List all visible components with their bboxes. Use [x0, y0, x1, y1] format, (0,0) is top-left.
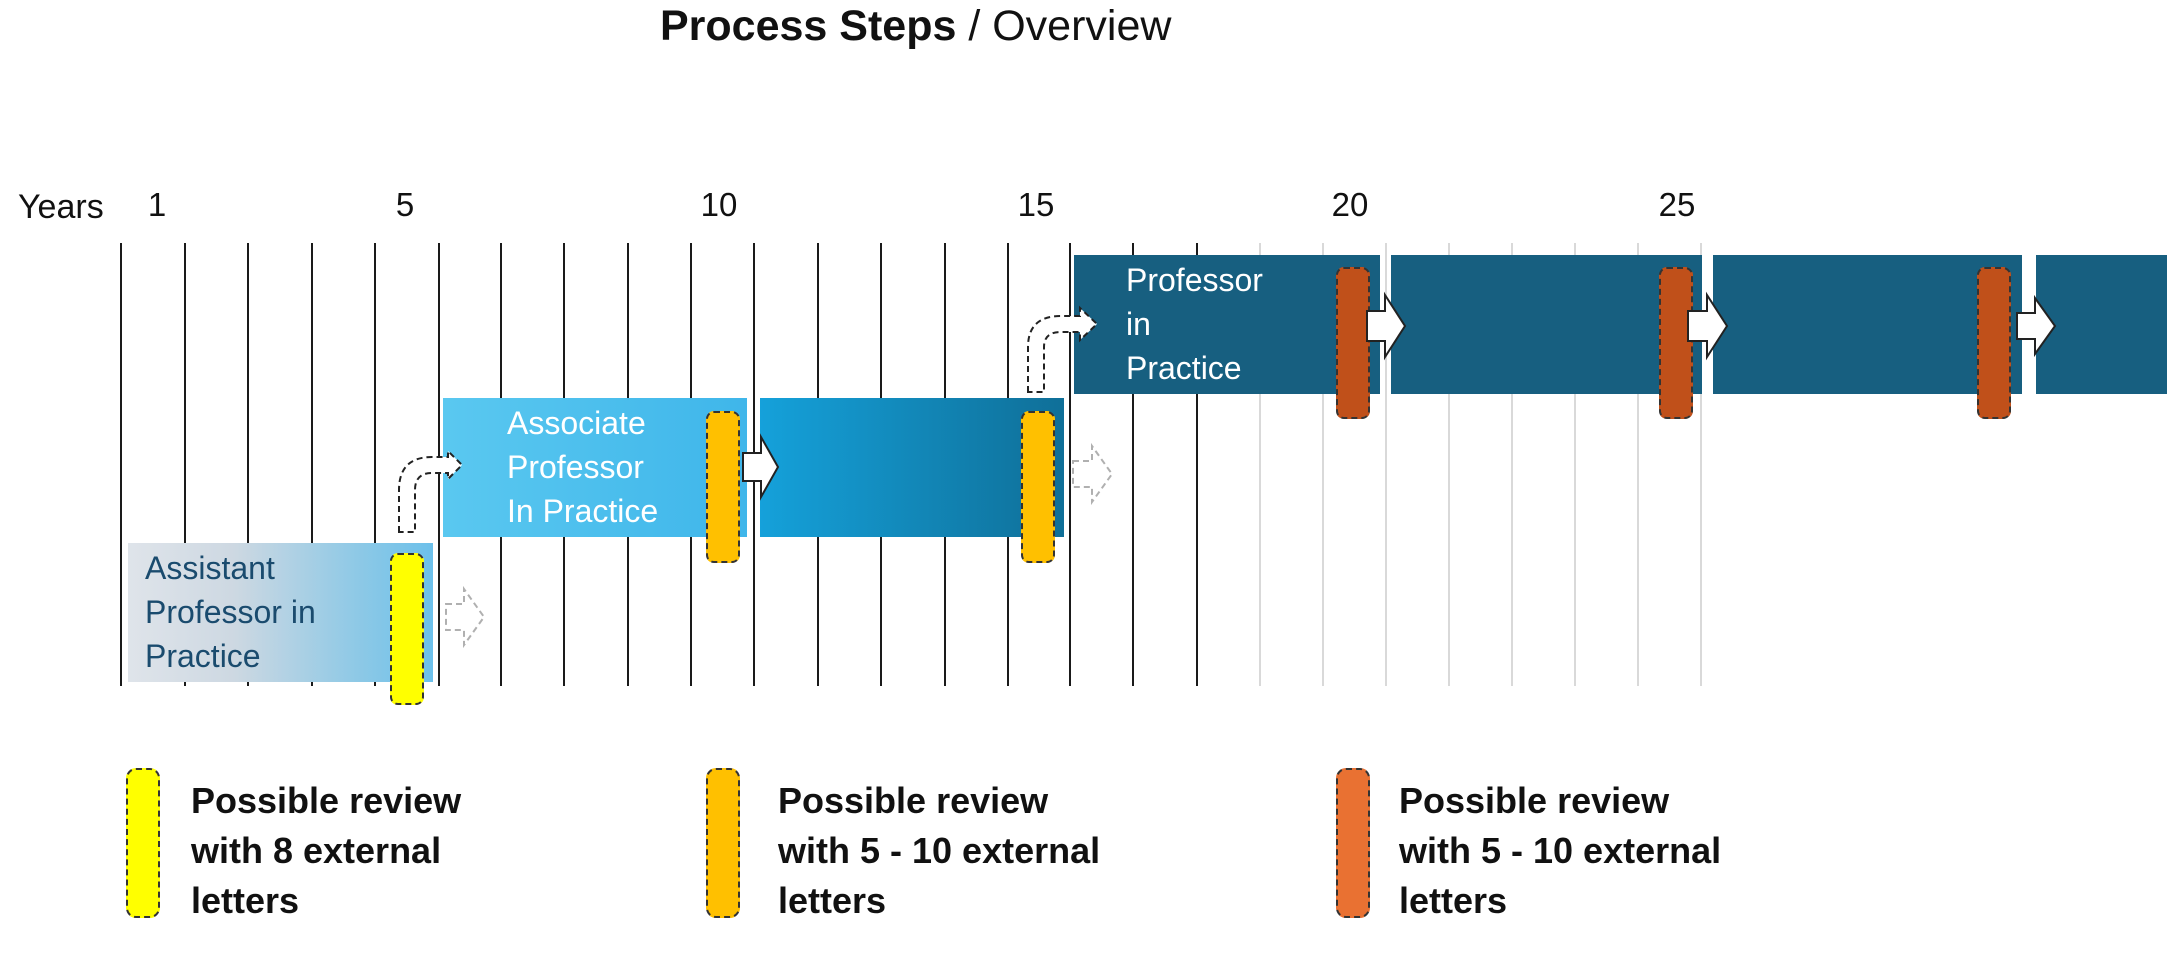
review-marker-rust	[1977, 267, 2011, 419]
legend-line: with 5 - 10 external	[1399, 830, 1722, 871]
professor-bar	[1074, 255, 1380, 394]
grid-line	[374, 243, 376, 686]
grid-line	[184, 243, 186, 686]
grid-line	[311, 243, 313, 686]
legend-item-yellow: Possible review with 8 external letters	[191, 776, 461, 926]
associate-label-line: Professor	[507, 449, 644, 485]
legend-line: letters	[191, 880, 300, 921]
legend-line: with 8 external	[191, 830, 442, 871]
years-axis-label: Years	[18, 188, 104, 226]
review-marker-rust	[1659, 267, 1693, 419]
grid-line-light	[1448, 243, 1450, 686]
bent-arrow-icon	[1027, 305, 1099, 393]
block-arrow-icon	[1687, 291, 1729, 361]
grid-line-light	[1322, 243, 1324, 686]
tick-label-15: 15	[1017, 186, 1055, 223]
page-title: Process Steps / Overview	[660, 2, 1171, 51]
legend-item-amber: Possible review with 5 - 10 external let…	[778, 776, 1100, 926]
review-marker-yellow	[390, 553, 424, 705]
grid-line	[120, 243, 122, 686]
review-marker-amber	[706, 411, 740, 563]
professor-label-line: Practice	[1126, 350, 1242, 386]
block-arrow-icon	[742, 433, 780, 501]
legend-swatch-yellow	[126, 768, 160, 918]
legend-line: Possible review	[778, 780, 1049, 821]
title-rest: / Overview	[956, 2, 1172, 50]
grid-line-light	[1511, 243, 1513, 686]
legend-line: Possible review	[1399, 780, 1670, 821]
associate-professor-bar	[443, 398, 747, 537]
tick-label-5: 5	[395, 186, 415, 223]
block-arrow-icon	[2016, 294, 2057, 358]
professor-label-line: in	[1126, 306, 1151, 342]
legend-line: Possible review	[191, 780, 462, 821]
professor-bar-segment	[2036, 255, 2167, 394]
review-marker-rust	[1336, 267, 1370, 419]
associate-professor-label: Associate Professor In Practice	[507, 401, 658, 533]
legend-swatch-amber	[706, 768, 740, 918]
associate-label-line: In Practice	[507, 493, 659, 529]
associate-label-line: Associate	[507, 405, 646, 441]
faded-arrow-icon	[445, 585, 486, 649]
associate-professor-bar-segment	[760, 398, 1064, 537]
grid-line-light	[1700, 243, 1702, 686]
tick-label-25: 25	[1658, 186, 1696, 223]
faded-arrow-icon	[1072, 442, 1114, 506]
tick-label-10: 10	[700, 186, 738, 223]
legend-swatch-rust	[1336, 768, 1370, 918]
professor-label: Professor in Practice	[1126, 258, 1263, 390]
assistant-professor-label: Assistant Professor in Practice	[145, 546, 316, 678]
grid-line	[1069, 243, 1071, 686]
legend-line: letters	[1399, 880, 1508, 921]
assistant-label-line: Assistant	[145, 550, 275, 586]
grid-line	[247, 243, 249, 686]
grid-line-light	[1259, 243, 1261, 686]
professor-bar-segment	[1713, 255, 2022, 394]
legend-line: letters	[778, 880, 887, 921]
grid-line-light	[1637, 243, 1639, 686]
title-bold: Process Steps	[660, 2, 957, 50]
grid-line	[1196, 243, 1198, 686]
legend-item-rust: Possible review with 5 - 10 external let…	[1399, 776, 1721, 926]
legend-line: with 5 - 10 external	[778, 830, 1101, 871]
grid-line-light	[1385, 243, 1387, 686]
review-marker-amber	[1021, 411, 1055, 563]
grid-line	[1132, 243, 1134, 686]
bent-arrow-icon	[398, 448, 464, 533]
tick-label-1: 1	[147, 186, 167, 223]
assistant-label-line: Practice	[145, 638, 261, 674]
block-arrow-icon	[1366, 291, 1407, 361]
professor-bar-segment	[1391, 255, 1702, 394]
grid-line-light	[1574, 243, 1576, 686]
tick-label-20: 20	[1331, 186, 1369, 223]
assistant-professor-bar	[128, 543, 433, 682]
assistant-label-line: Professor in	[145, 594, 316, 630]
professor-label-line: Professor	[1126, 262, 1263, 298]
